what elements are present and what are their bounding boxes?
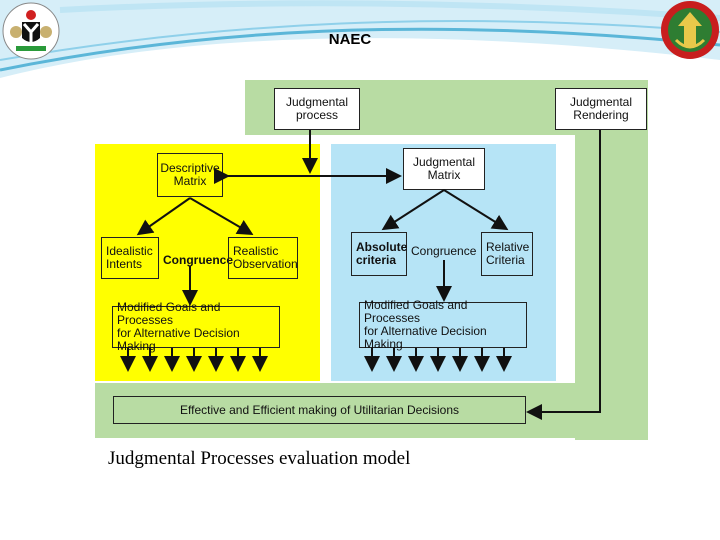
judgmental-process-label: Judgmental process [285,95,349,122]
right-modified-goals-box: Modified Goals and Processes for Alterna… [359,298,527,351]
judgmental-matrix-label: Judgmental Matrix [412,155,476,182]
relative-criteria-box: Relative Criteria [481,232,533,276]
descriptive-matrix-label: Descriptive Matrix [160,161,220,188]
effective-decisions-box: Effective and Efficient making of Utilit… [113,396,526,424]
left-congruence-label: Congruence [163,253,234,267]
left-modified-goals-box: Modified Goals and Processes for Alterna… [112,301,280,353]
judgmental-rendering-label: Judgmental Rendering [569,95,633,122]
absolute-criteria-box: Absolute criteria [351,232,407,276]
judgmental-matrix-box: Judgmental Matrix [403,148,485,190]
effective-decisions-label: Effective and Efficient making of Utilit… [179,402,460,417]
header-title: NAEC [328,31,372,48]
judgmental-rendering-box: Judgmental Rendering [555,88,647,130]
caption: Judgmental Processes evaluation model [108,448,411,469]
diagram-background-bottom [95,383,648,438]
right-modified-goals-label: Modified Goals and Processes for Alterna… [364,298,487,351]
descriptive-matrix-box: Descriptive Matrix [157,153,223,197]
header-swoosh [0,0,720,78]
absolute-criteria-label: Absolute criteria [356,240,408,267]
relative-criteria-label: Relative Criteria [486,240,530,267]
realistic-observation-box: Realistic Observation [228,237,298,279]
realistic-observation-label: Realistic Observation [233,244,298,271]
coat-of-arms-logo [2,2,60,60]
army-crest-logo [660,0,720,60]
judgmental-process-box: Judgmental process [274,88,360,130]
idealistic-intents-box: Idealistic Intents [101,237,159,279]
diagram-background-right [575,80,648,440]
idealistic-intents-label: Idealistic Intents [106,244,153,271]
right-congruence-label: Congruence [411,244,477,258]
left-modified-goals-label: Modified Goals and Processes for Alterna… [117,300,240,353]
